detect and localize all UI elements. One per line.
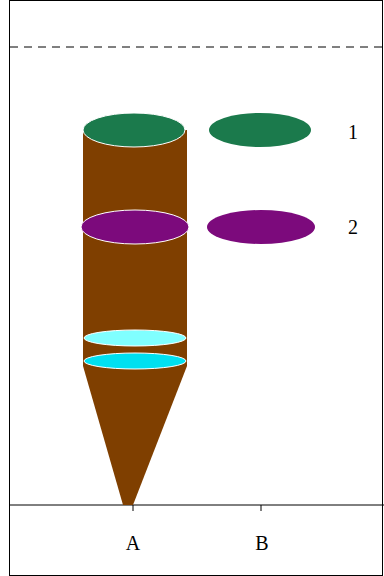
cyan-band: [84, 330, 186, 346]
green-band: [83, 113, 185, 147]
lane-tick: [261, 505, 262, 511]
baseline: [10, 505, 384, 506]
column-body: [83, 130, 187, 505]
lane-tick: [133, 505, 134, 511]
callout-number: 2: [348, 217, 358, 237]
lane-label: A: [126, 533, 140, 553]
purple-spot: [207, 210, 315, 244]
lane-label: B: [255, 533, 268, 553]
callout-number: 1: [348, 122, 358, 142]
solvent-front: [10, 47, 384, 48]
frame: [10, 1, 383, 576]
purple-band: [81, 210, 189, 244]
green-spot: [209, 113, 311, 147]
cyan-band: [84, 353, 186, 369]
